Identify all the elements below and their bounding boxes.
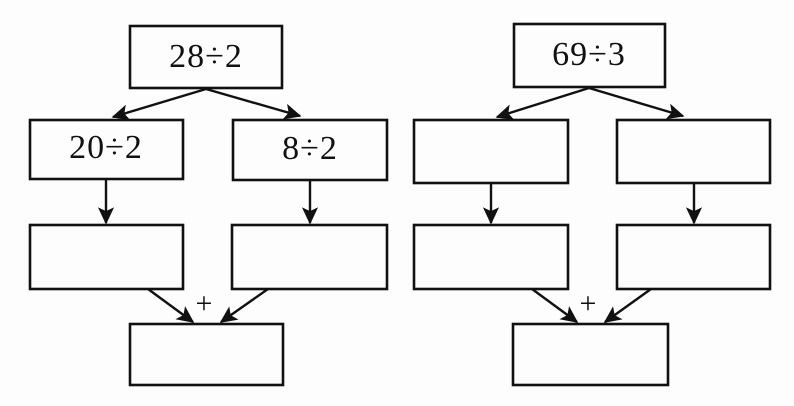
- left-split-label-1: 20÷2: [69, 129, 143, 166]
- left-total-box[interactable]: [128, 322, 285, 387]
- right-plus-operator: +: [580, 287, 597, 320]
- diagram-left: 28÷2 20÷2 8÷2 +: [28, 24, 389, 387]
- arrow-right-root-to-split-1: [495, 86, 590, 120]
- left-root-label: 28÷2: [169, 38, 243, 75]
- arrow-left-root-to-split-2: [205, 87, 302, 120]
- left-root-box[interactable]: [128, 24, 284, 90]
- arrow-left-result-2-to-total: [219, 288, 269, 323]
- arrow-right-result-1-to-total: [531, 288, 579, 323]
- arrow-left-result-1-to-total: [147, 288, 195, 323]
- right-result-box-1[interactable]: [412, 223, 570, 291]
- right-root-label: 69÷3: [552, 36, 626, 73]
- left-split-box-2[interactable]: [231, 118, 389, 182]
- right-total-box[interactable]: [511, 322, 670, 387]
- diagram-right: 69÷3 +: [412, 22, 772, 387]
- right-result-box-2[interactable]: [615, 223, 772, 291]
- left-result-box-2[interactable]: [230, 223, 389, 291]
- arrow-right-root-to-split-2: [588, 86, 685, 120]
- right-split-box-2[interactable]: [615, 118, 772, 185]
- left-result-box-1[interactable]: [28, 223, 185, 291]
- arrow-left-root-to-split-1: [111, 87, 207, 121]
- right-split-box-1[interactable]: [412, 118, 570, 185]
- left-plus-operator: +: [196, 287, 213, 320]
- left-split-box-1[interactable]: [28, 118, 185, 181]
- left-split-label-2: 8÷2: [282, 130, 338, 167]
- right-root-box[interactable]: [512, 22, 667, 89]
- arrow-right-result-2-to-total: [603, 288, 652, 323]
